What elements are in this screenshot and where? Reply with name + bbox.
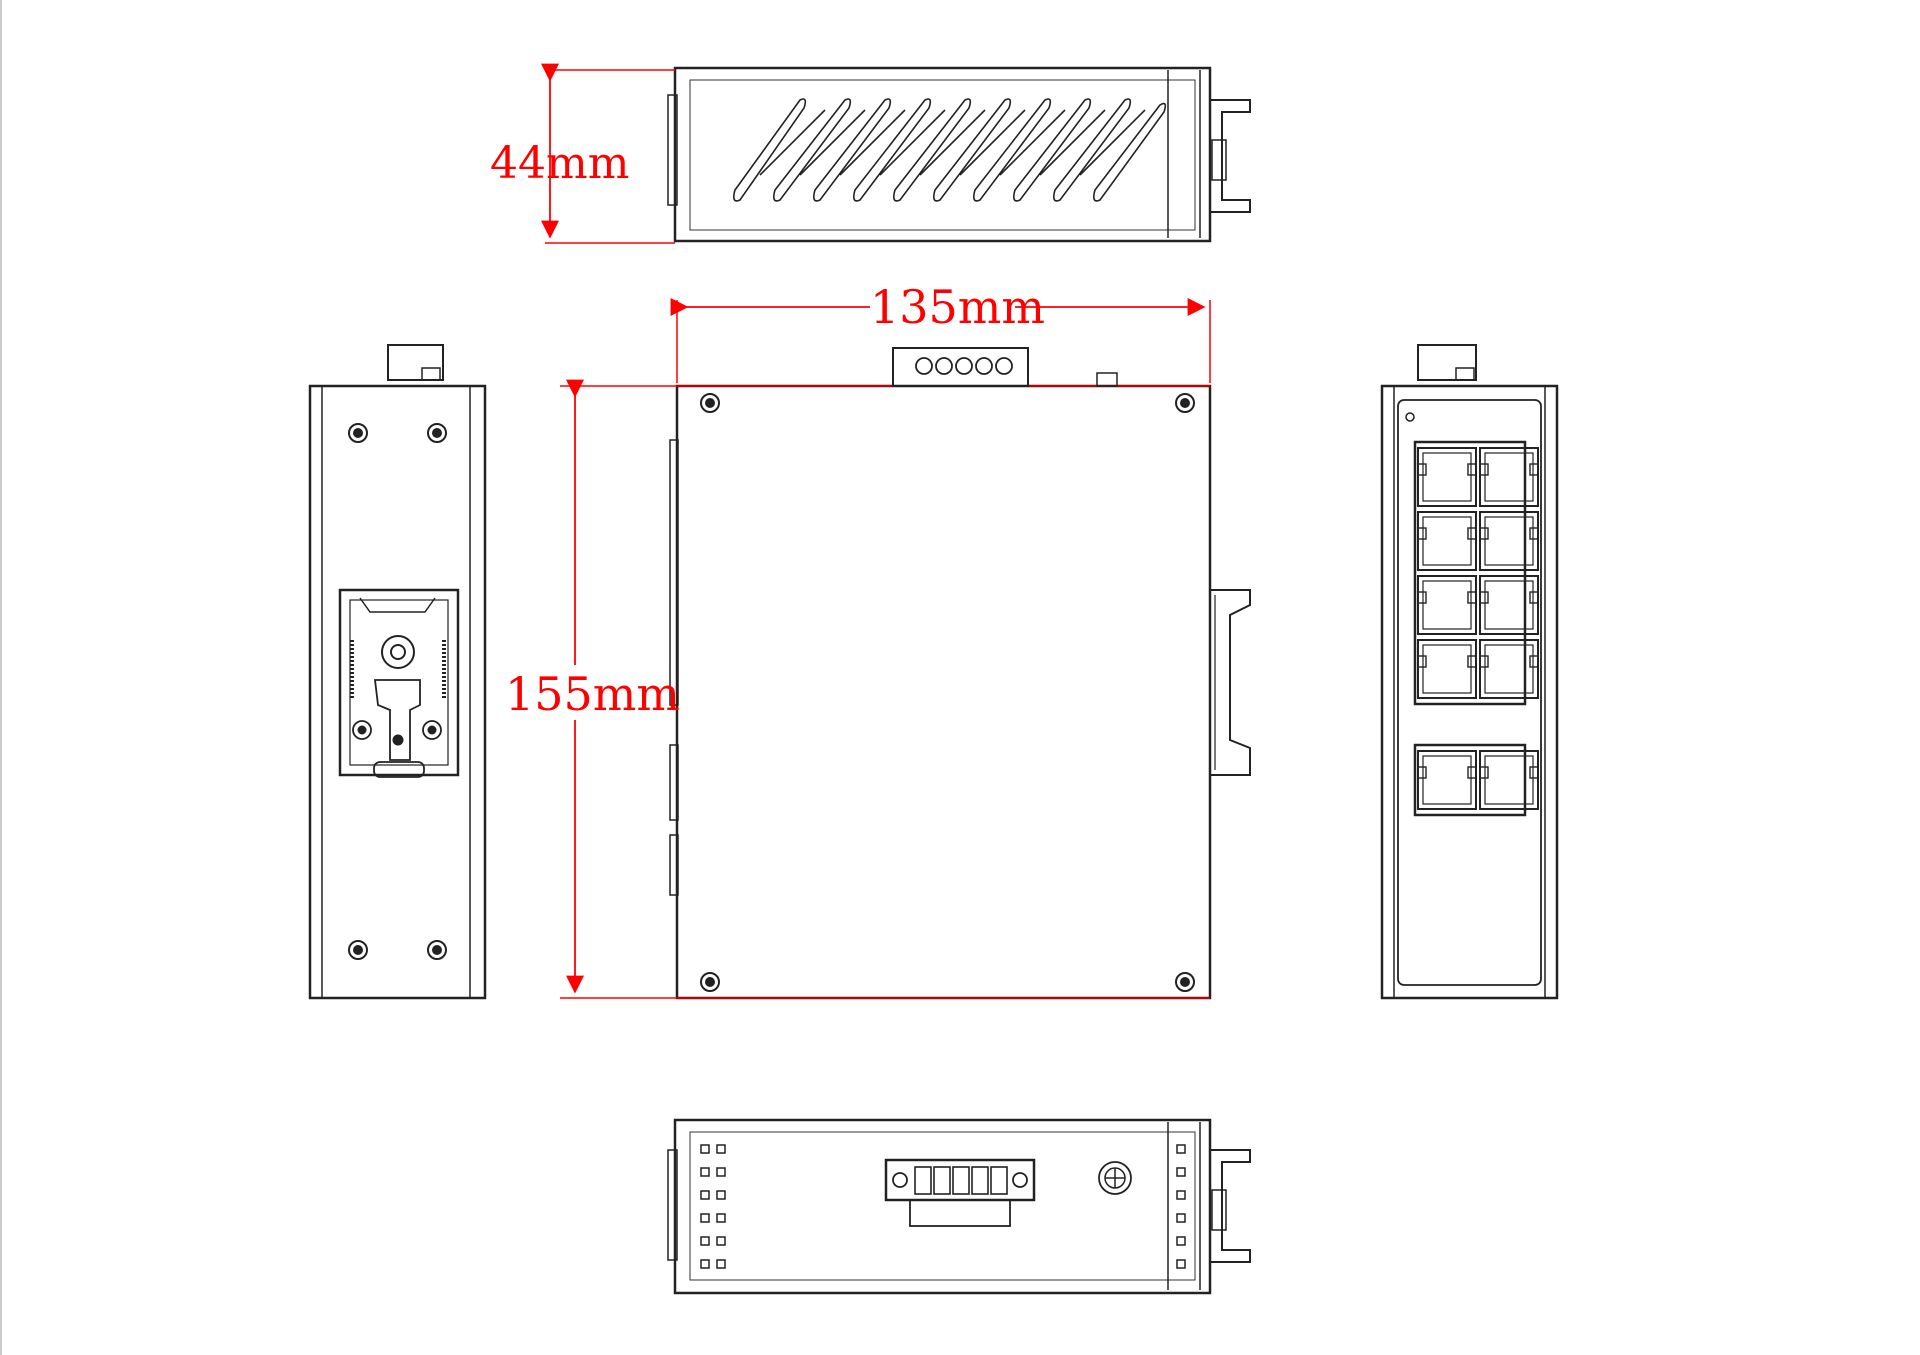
led-indicators	[700, 1144, 1186, 1269]
left-side-view	[308, 344, 487, 1000]
front-view: 135mm 155mm	[505, 280, 1251, 1000]
rj45-port-block-8	[1413, 440, 1539, 706]
din-clip	[338, 588, 460, 778]
rj45-port-block-2	[1413, 743, 1539, 817]
right-side-view	[1380, 344, 1559, 1000]
width-dimension-label: 135mm	[870, 280, 1045, 334]
vent-slots	[733, 98, 1167, 202]
power-terminal-block	[884, 1158, 1036, 1227]
depth-dimension-label: 155mm	[505, 667, 680, 721]
height-dimension-label: 44mm	[490, 138, 629, 189]
bottom-view	[667, 1118, 1251, 1295]
ground-screw	[1098, 1161, 1132, 1195]
top-view: 44mm	[490, 63, 1251, 244]
